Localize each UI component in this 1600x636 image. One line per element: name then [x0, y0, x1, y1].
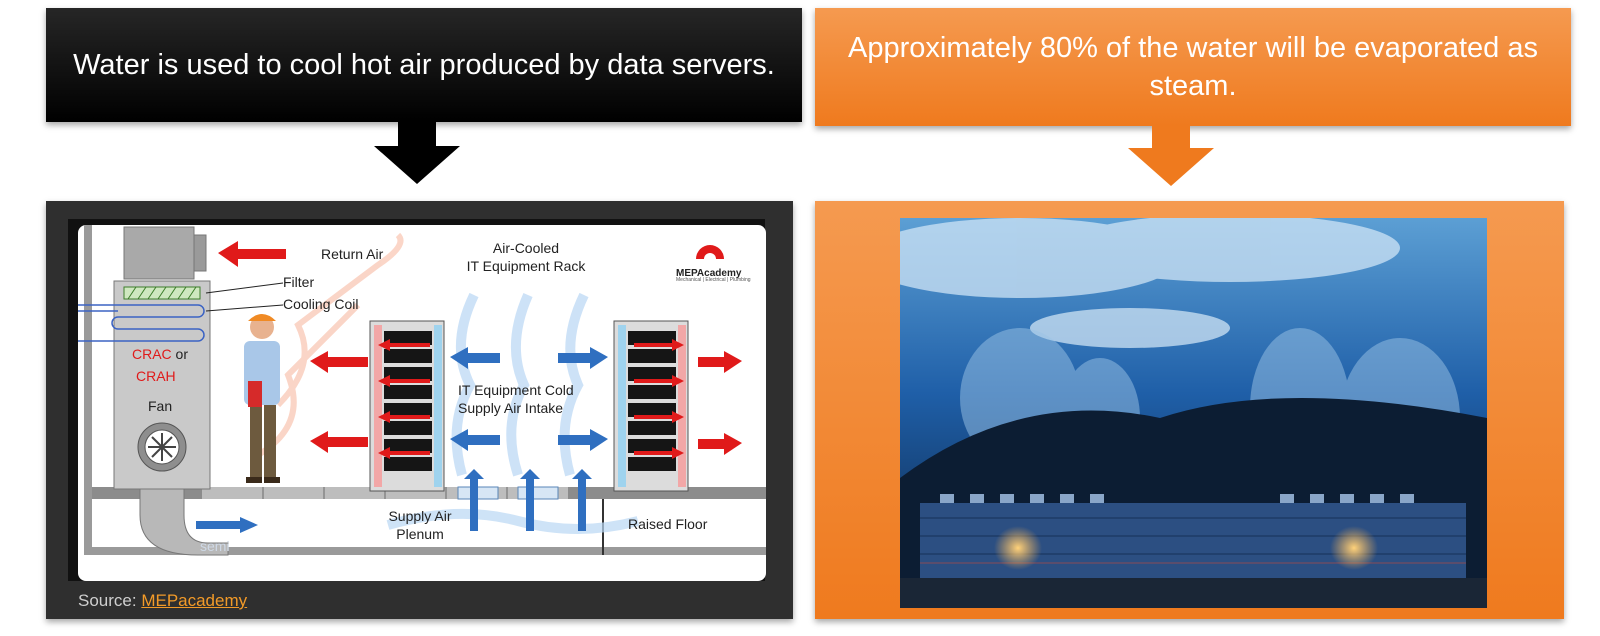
label-rack-title-line1: Air-Cooled: [492, 240, 560, 256]
label-return-air: Return Air: [321, 246, 384, 262]
watermark-text: semi: [200, 538, 230, 554]
mepacademy-logo: [696, 245, 724, 265]
label-fan: Fan: [148, 398, 173, 414]
diagram-drawing: [78, 225, 766, 556]
server-rack-right: [613, 320, 689, 492]
label-filter: Filter: [283, 274, 315, 290]
header-evaporation: Approximately 80% of the water will be e…: [815, 8, 1571, 126]
source-prefix: Source:: [78, 591, 142, 610]
arrow-down-orange-icon: [1128, 126, 1214, 186]
photo-drawing: [900, 218, 1487, 608]
label-rack-title: Air-Cooled IT Equipment Rack: [456, 239, 596, 275]
logo-subtext: Mechanical | Electrical | Plumbing: [676, 277, 751, 283]
label-or: or: [171, 346, 189, 362]
header-evaporation-text: Approximately 80% of the water will be e…: [848, 32, 1538, 102]
label-raised-floor: Raised Floor: [628, 516, 708, 532]
label-intake-line2: Supply Air Intake: [458, 400, 564, 416]
label-crac-or: CRAC or: [132, 345, 188, 363]
label-plenum-line2: Plenum: [396, 526, 444, 542]
logo-text: MEPAcademy: [676, 268, 742, 279]
label-cooling-coil: Cooling Coil: [283, 296, 359, 312]
label-crah: CRAH: [136, 368, 176, 384]
cooling-tower-steam-photo: [900, 218, 1487, 608]
label-crac: CRAC: [132, 346, 172, 362]
label-intake: IT Equipment Cold Supply Air Intake: [458, 381, 574, 417]
source-link[interactable]: MEPacademy: [141, 591, 248, 610]
label-rack-title-line2: IT Equipment Rack: [466, 258, 586, 274]
header-water-cooling-text: Water is used to cool hot air produced b…: [73, 49, 775, 81]
label-intake-line1: IT Equipment Cold: [458, 382, 574, 398]
label-plenum: Supply Air Plenum: [370, 507, 470, 543]
arrow-down-black-icon: [374, 122, 460, 184]
label-plenum-line1: Supply Air: [388, 508, 452, 524]
server-rack-left: [369, 320, 445, 492]
header-water-cooling: Water is used to cool hot air produced b…: [46, 8, 802, 122]
crac-diagram: Return Air Air-Cooled IT Equipment Rack …: [78, 225, 766, 581]
technician-figure: [244, 314, 280, 483]
source-caption: Source: MEPacademy: [78, 591, 247, 611]
